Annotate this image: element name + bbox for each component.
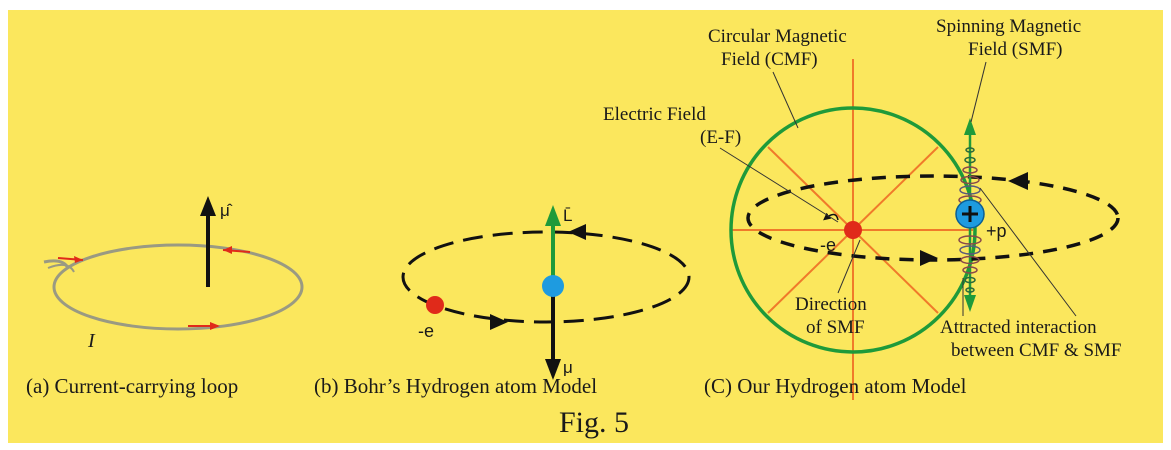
ef-pointer [719,147,839,223]
nucleus [542,275,564,297]
current-arrows [57,246,251,330]
panel-a: μ̂ I (a) Current-carrying loop [26,196,304,398]
bohr-moment-symbol: μ [563,358,573,377]
caption-b: (b) Bohr’s Hydrogen atom Model [314,374,597,398]
figure-number: Fig. 5 [559,406,629,439]
direction-line1: Direction [795,294,867,315]
angular-momentum-symbol: L̄ [563,206,572,225]
electron-label: -e [418,321,434,341]
angular-momentum-arrowhead [545,205,561,226]
cmf-label-line2: Field (CMF) [721,49,818,70]
caption-a: (a) Current-carrying loop [26,374,238,398]
bohr-moment-arrowhead [545,359,561,380]
direction-pointer [837,239,861,294]
panel-b: L̄ μ -e (b) Bohr’s Hydrogen atom Model [314,205,691,398]
electron-orbit [746,174,1120,262]
smf-label-line1: Spinning Magnetic [936,16,1081,37]
panel-c: +p -e Circular Magnetic Field (CMF) Spin… [603,16,1122,400]
current-symbol: I [87,330,96,352]
proton-label: +p [986,221,1007,241]
smf-label-line2: Field (SMF) [968,39,1063,60]
moment-symbol: μ̂ [220,201,233,220]
ef-label-line1: Electric Field [603,104,706,125]
caption-c: (C) Our Hydrogen atom Model [704,374,967,398]
ef-label-line2: (E-F) [700,127,741,148]
electric-field-lines [732,59,973,400]
bohr-orbit [401,230,691,324]
figure-svg: μ̂ I (a) Current-carrying loop L̄ μ -e (… [26,16,1122,439]
cmf-pointer [772,71,799,129]
interaction-line1: Attracted interaction [940,317,1097,338]
smf-pointer [970,61,987,123]
direction-line2: of SMF [806,317,865,338]
electron-c [844,221,862,239]
orbit-arrow-bottom-c [920,250,938,266]
interaction-line2: between CMF & SMF [951,340,1122,361]
orbit-arrow-top-c [1008,172,1028,190]
electron [426,296,444,314]
circular-magnetic-field [729,106,977,354]
figure-panel: μ̂ I (a) Current-carrying loop L̄ μ -e (… [8,10,1163,443]
current-loop [52,243,304,331]
electron-spin-arrow [823,212,839,221]
orbit-arrow-top [568,224,586,240]
electron-label-c: -e [820,235,836,255]
moment-arrowhead [200,196,216,216]
spinning-magnetic-field [958,118,982,312]
proton-plus-icon [962,206,978,222]
orbit-arrow-bottom [490,314,508,330]
loop-lead-2 [47,263,75,273]
interaction-pointer-2 [979,187,1077,317]
cmf-label-line1: Circular Magnetic [708,26,847,47]
